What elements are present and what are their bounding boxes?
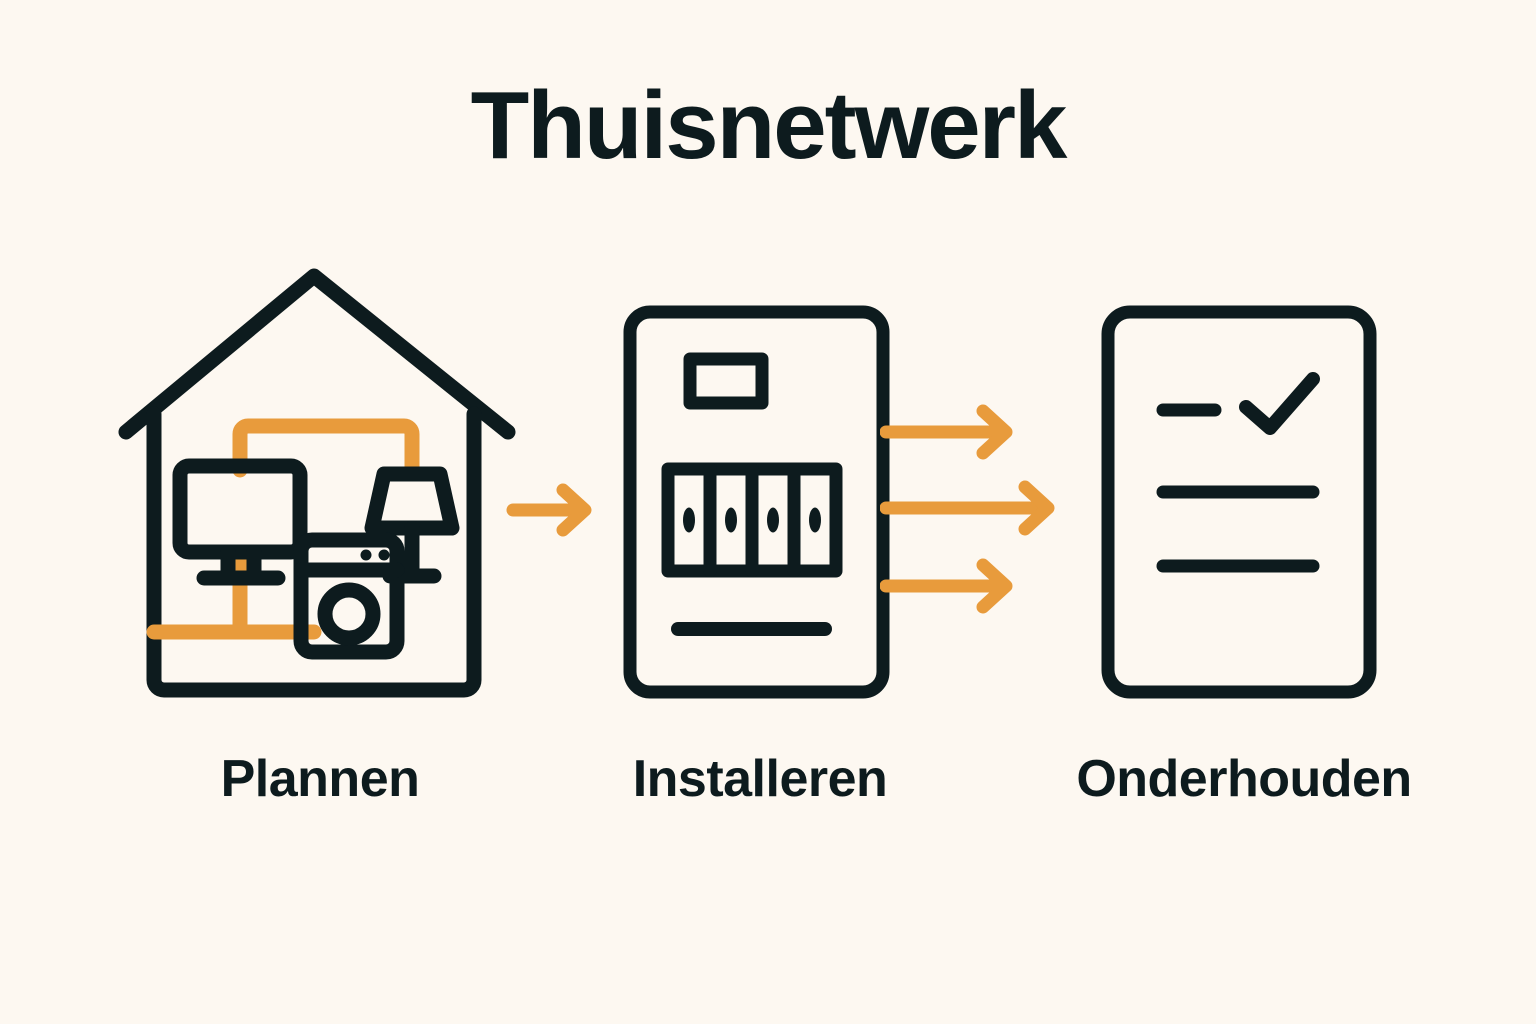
step-label-plannen: Plannen <box>220 750 420 808</box>
monitor-icon <box>172 458 308 586</box>
step-label-installeren: Installeren <box>632 750 888 808</box>
lamp-icon <box>364 466 460 584</box>
step-label-onderhouden: Onderhouden <box>1076 750 1412 808</box>
panel-display <box>683 352 769 410</box>
steps-row <box>0 262 1536 722</box>
checklist-document-icon <box>1101 305 1377 699</box>
arrow-right-icon <box>506 483 592 537</box>
step-labels: Plannen Installeren Onderhouden <box>0 752 1536 832</box>
step-installeren[interactable] <box>620 302 900 702</box>
washing-machine-icon <box>293 532 405 660</box>
orange-wiring <box>146 418 420 640</box>
step-plannen[interactable] <box>118 262 522 712</box>
washing-machine-dials <box>360 549 390 561</box>
checkmark-icon <box>1239 372 1320 435</box>
step-onderhouden[interactable] <box>1098 302 1388 702</box>
arrow-right-icon <box>879 558 1013 614</box>
arrow-plan-to-install <box>505 478 605 542</box>
arrow-right-icon <box>879 480 1055 536</box>
arrow-right-icon <box>879 404 1013 460</box>
house-with-appliances-icon <box>118 268 516 698</box>
breaker-toggles <box>683 507 821 533</box>
arrow-install-to-maintain <box>879 390 1075 620</box>
electrical-panel-icon <box>623 305 890 699</box>
page-title: Thuisnetwerk <box>470 72 1068 179</box>
